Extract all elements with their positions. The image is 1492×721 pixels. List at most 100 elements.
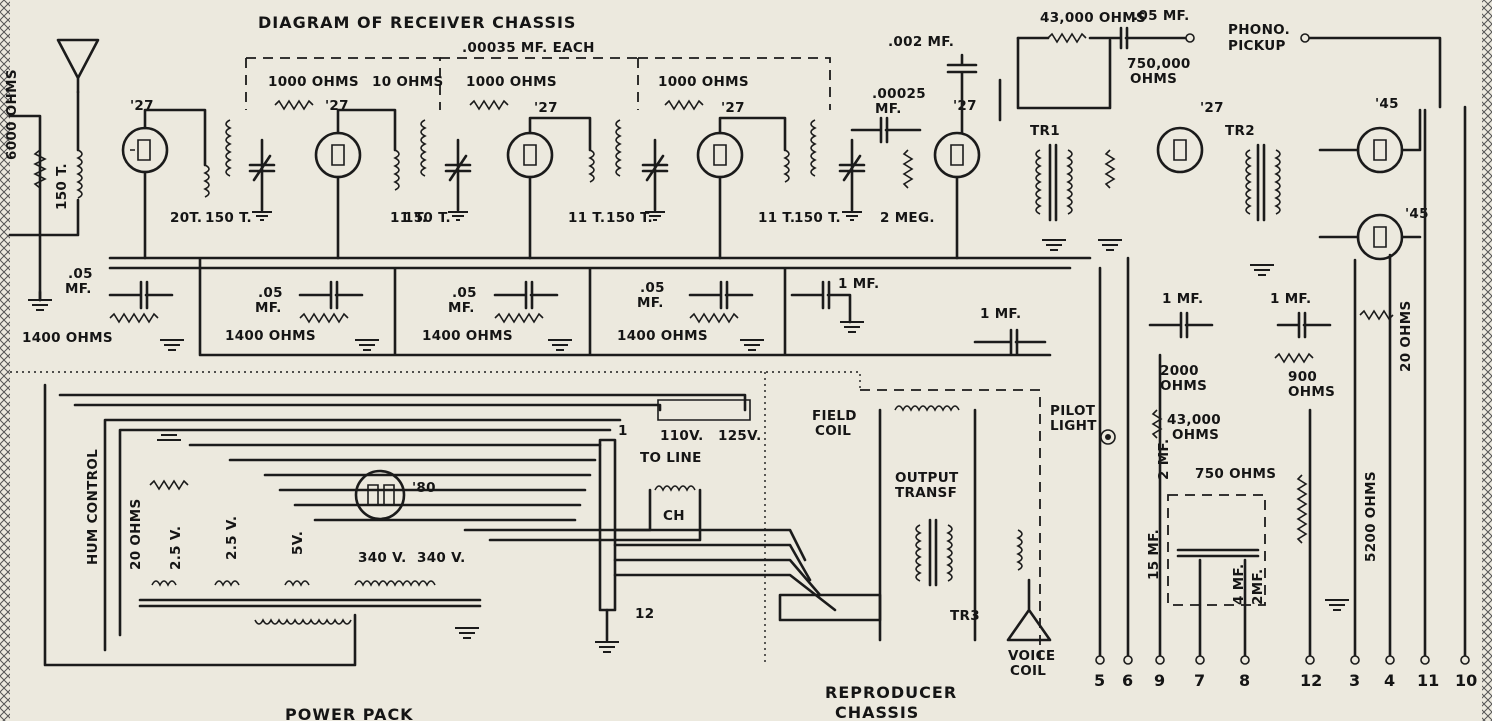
label-20t: 20T.	[170, 210, 202, 226]
ground-icon	[157, 429, 181, 441]
ground-icon	[1042, 239, 1066, 251]
push-pull-wires	[1318, 108, 1422, 239]
coil-150t-primary	[76, 149, 83, 199]
resistor-750000	[1104, 149, 1116, 189]
terminal-label: 8	[1239, 671, 1250, 690]
resistor-1000-c	[664, 99, 704, 111]
label-2meg: 2 MEG.	[880, 210, 935, 226]
transformer-primary	[254, 618, 352, 625]
terminal-label: 12	[1300, 671, 1322, 690]
label-15mf: 15 MF.	[1146, 529, 1162, 580]
terminal-label: 10	[1455, 671, 1477, 690]
resistor-43000	[1047, 32, 1087, 44]
label-pilot: PILOT	[1050, 403, 1096, 419]
power-pack-wires-b	[188, 443, 702, 542]
label-term-12: 12	[635, 606, 654, 622]
label-hum-control: HUM CONTROL	[85, 449, 101, 565]
bus-wires	[108, 256, 1092, 357]
ground-icon	[1098, 239, 1122, 251]
antenna-input-wires	[8, 114, 42, 237]
bypass-blocks	[108, 280, 864, 351]
coil-11t-a	[393, 149, 400, 191]
cap-1mf-d	[1276, 311, 1332, 339]
transformer-core	[138, 598, 482, 608]
label-2mf-a: 2 MF.	[1156, 439, 1172, 480]
terminal-label: 9	[1154, 671, 1165, 690]
field-coil	[894, 405, 960, 412]
ground-icon	[1325, 599, 1349, 611]
phono-return-wire	[1308, 36, 1442, 109]
tube-45-b	[1356, 213, 1404, 261]
filter-cap-box	[1167, 494, 1266, 606]
label-ch: CH	[663, 508, 685, 524]
label-output: OUTPUT	[895, 470, 959, 486]
tube-27-af	[1156, 126, 1204, 174]
label-r900-ohms: OHMS	[1288, 384, 1335, 400]
transformer-secondaries	[151, 580, 436, 587]
label-voice-coil: COIL	[1010, 663, 1046, 679]
ground-icon	[455, 627, 479, 639]
ground-icon	[595, 641, 619, 653]
cap-00025	[850, 116, 922, 144]
transformer-tr3	[915, 518, 953, 587]
label-r1000-a: 1000 OHMS	[268, 74, 359, 90]
ground-icon	[1250, 264, 1274, 276]
label-pickup: PICKUP	[1228, 38, 1286, 54]
terminal-block	[598, 438, 617, 612]
label-mf05-d: .05	[640, 280, 665, 296]
label-r750: 750 OHMS	[1195, 466, 1276, 482]
label-mf-e: MF.	[875, 101, 902, 117]
tube-label: '80	[412, 480, 436, 496]
label-r1000-b: 1000 OHMS	[466, 74, 557, 90]
label-to-line: TO LINE	[640, 450, 702, 466]
terminal-strip	[1095, 655, 1470, 665]
label-150t-b: 150 T.	[205, 210, 252, 226]
label-r5200: 5200 OHMS	[1363, 471, 1379, 562]
resistor-20	[1359, 309, 1394, 321]
label-term-1: 1	[618, 423, 628, 439]
label-r2000-ohms: OHMS	[1160, 378, 1207, 394]
diagram-title: DIAGRAM OF RECEIVER CHASSIS	[258, 13, 576, 32]
label-voice: VOICE	[1008, 648, 1055, 664]
label-cap05mf: .05 MF.	[1133, 8, 1190, 24]
tube-45-a	[1356, 126, 1404, 174]
tube-80-rectifier	[354, 469, 406, 521]
label-5v: 5V.	[290, 531, 306, 555]
pilot-light-center	[1105, 434, 1111, 440]
label-r1400-a: 1400 OHMS	[22, 330, 113, 346]
phono-wires	[1016, 26, 1187, 50]
right-border	[1482, 0, 1492, 721]
label-mf-a: MF.	[65, 281, 92, 297]
cap-1mf-c	[1148, 311, 1214, 339]
label-mf-c: MF.	[448, 300, 475, 316]
tube-label: '27	[1200, 100, 1224, 116]
phono-terminal-a	[1185, 33, 1195, 43]
resistor-750-5200	[1296, 474, 1308, 544]
terminal-label: 5	[1094, 671, 1105, 690]
tuning-stage-1	[225, 119, 276, 221]
resistor-1000-b	[469, 99, 509, 111]
label-r43000-b-ohms: OHMS	[1172, 427, 1219, 443]
label-r1400-d: 1400 OHMS	[617, 328, 708, 344]
label-2mf-b: 2MF.	[1250, 569, 1266, 605]
label-1mf-c: 1 MF.	[1162, 291, 1203, 307]
resistor-1000-a	[274, 99, 314, 111]
voice-coil	[1016, 529, 1023, 571]
voltage-selector-box	[657, 399, 751, 421]
tube-label: '45	[1375, 96, 1399, 112]
terminal-bus-wires	[1098, 105, 1467, 657]
label-1mf-d: 1 MF.	[1270, 291, 1311, 307]
label-r1000-c: 1000 OHMS	[658, 74, 749, 90]
label-150t-a: 150 T.	[54, 163, 70, 210]
tube-label: '27	[534, 100, 558, 116]
tube-label: '27	[130, 98, 154, 114]
reproducer-cable	[613, 528, 837, 612]
resistor-6000	[33, 149, 47, 189]
choke-coil	[654, 485, 696, 492]
tuning-stage-4	[810, 119, 866, 221]
tube-plate-wires	[143, 108, 787, 167]
tube-cathode-wires	[143, 170, 959, 260]
label-chassis: CHASSIS	[835, 703, 919, 721]
label-reproducer: REPRODUCER	[825, 683, 957, 702]
